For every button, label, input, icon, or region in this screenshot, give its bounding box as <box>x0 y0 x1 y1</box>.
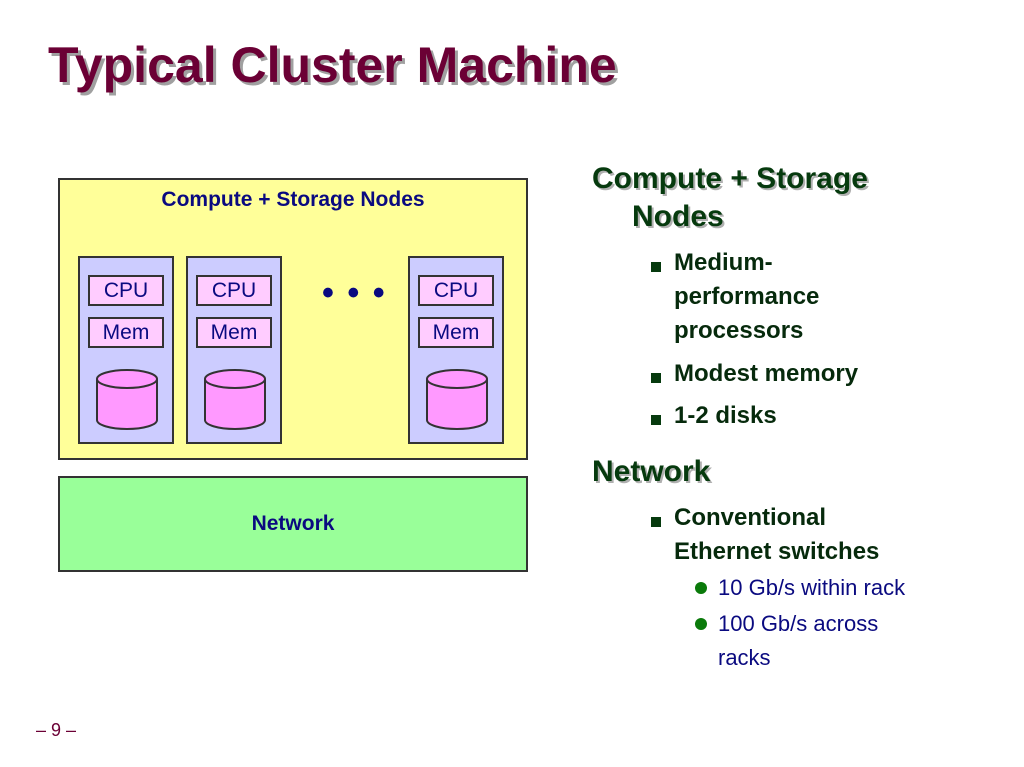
square-bullet-icon <box>651 517 661 527</box>
node-1: CPU Mem <box>78 256 174 444</box>
bullet-line: Medium- <box>674 249 773 276</box>
bullet-line: processors <box>674 317 804 344</box>
compute-storage-nodes-box: Compute + Storage Nodes CPU Mem CPU Mem … <box>58 178 528 460</box>
bullet-line: performance <box>674 283 820 310</box>
more-nodes-ellipsis: • • • <box>322 274 387 312</box>
disk-icon <box>426 369 488 430</box>
mem-box: Mem <box>418 317 494 348</box>
cpu-box: CPU <box>418 275 494 306</box>
cluster-diagram: Compute + Storage Nodes CPU Mem CPU Mem … <box>0 0 540 600</box>
bullet-line: Modest memory <box>674 360 859 387</box>
slide-title: Typical Cluster Machine <box>48 37 617 93</box>
square-bullet-icon <box>651 262 661 272</box>
round-bullet-icon <box>695 582 707 594</box>
sub-bullet-line: 100 Gb/s across <box>718 611 879 636</box>
sub-bullet-line: 10 Gb/s within rack <box>718 575 906 600</box>
page-number: – 9 – <box>36 720 77 740</box>
sub-bullet-line: racks <box>718 645 771 670</box>
disk-icon <box>96 369 158 430</box>
bullet-line: Ethernet switches <box>674 538 880 565</box>
square-bullet-icon <box>651 415 661 425</box>
disk-icon <box>204 369 266 430</box>
square-bullet-icon <box>651 373 661 383</box>
mem-box: Mem <box>88 317 164 348</box>
node-2: CPU Mem <box>186 256 282 444</box>
section-heading-compute-cont: Nodes <box>632 200 724 233</box>
nodes-box-label: Compute + Storage Nodes <box>161 188 425 211</box>
section-heading-compute: Compute + Storage <box>592 162 868 195</box>
cpu-box: CPU <box>196 275 272 306</box>
network-box: Network <box>58 476 528 572</box>
round-bullet-icon <box>695 618 707 630</box>
bullet-line: Conventional <box>674 504 827 531</box>
section-heading-network: Network <box>592 455 711 488</box>
cpu-box: CPU <box>88 275 164 306</box>
mem-box: Mem <box>196 317 272 348</box>
bullet-line: 1-2 disks <box>674 402 777 429</box>
node-3: CPU Mem <box>408 256 504 444</box>
